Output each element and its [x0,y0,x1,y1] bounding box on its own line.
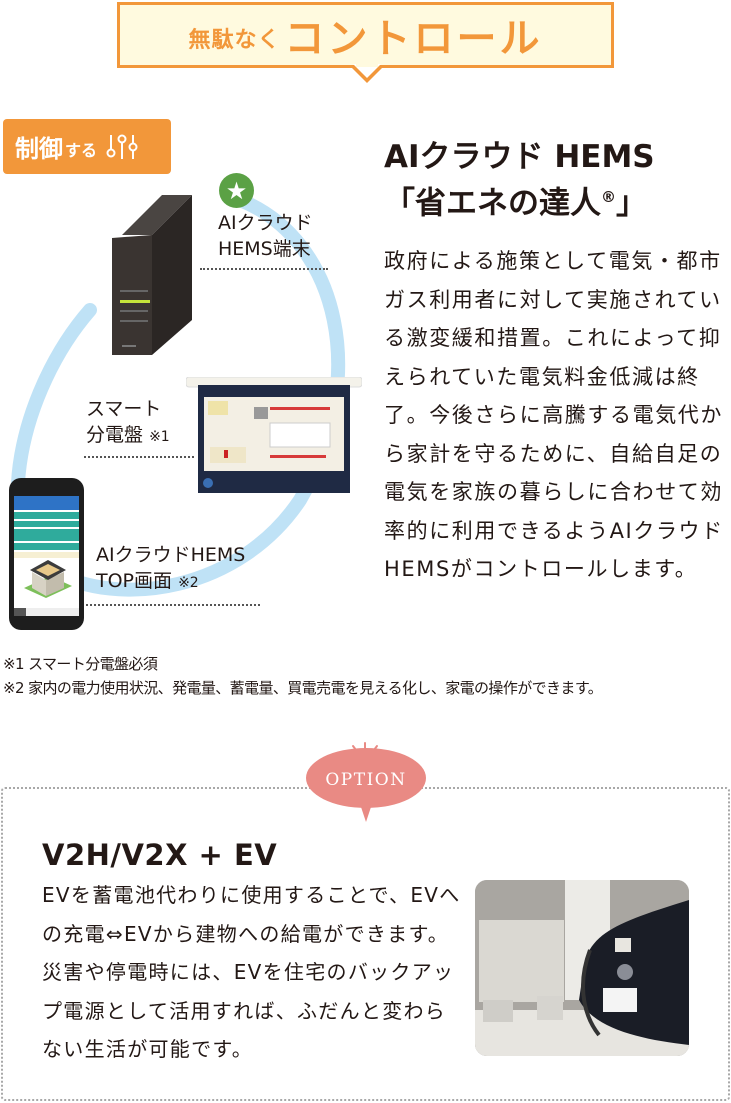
board-label: スマート 分電盤 ※1 [86,396,170,450]
registered-mark: ® [601,188,616,206]
app-leader-line [86,604,260,606]
option-badge: OPTION [306,748,426,808]
hems-description: 政府による施策として電気・都市ガス利用者に対して実施されている激変緩和措置。これ… [384,249,724,581]
footnotes: ※1 スマート分電盤必須 ※2 家内の電力使用状況、発電量、蓄電量、買電売電を見… [3,652,731,700]
house-illustration [14,558,79,608]
app-note: ※2 [178,575,199,591]
smartphone-app-screen [9,478,84,630]
banner-small-text: 無駄なく [188,28,281,53]
option-title: V2H/V2X + EV [42,838,278,872]
board-note: ※1 [149,429,170,445]
option-description: EVを蓄電池代わりに使用することで、EVへの充電⇔EVから建物への給電ができます… [42,883,461,1061]
sliders-icon [106,134,138,159]
app-label-line1: AIクラウドHEMS [96,544,246,566]
hems-title: AIクラウド HEMS 「省エネの達人®」 [384,137,724,223]
control-badge-main: 制御 [15,135,63,163]
board-label-line2: 分電盤 [86,424,144,446]
banner-tail-fill [353,64,381,78]
option-badge-tail [360,804,372,822]
control-badge: 制御 する [3,119,171,174]
terminal-leader-line [200,268,328,270]
smart-distribution-board [186,377,362,493]
footnote-1: ※1 スマート分電盤必須 [3,655,158,673]
option-badge-label: OPTION [325,770,407,790]
footnote-2: ※2 家内の電力使用状況、発電量、蓄電量、買電売電を見える化し、家電の操作ができ… [3,679,603,697]
hems-diagram: ★ AIクラウド HEMS端末 スマート 分電盤 ※1 [0,170,370,640]
star-icon: ★ [219,173,254,208]
ev-charging-photo [475,880,689,1056]
hems-title-line2: 「省エネの達人®」 [384,185,647,222]
control-badge-suffix: する [65,140,98,160]
hems-terminal-device [112,195,192,355]
hems-title-line1: AIクラウド HEMS [384,139,655,175]
section-banner: 無駄なく コントロール [117,2,614,68]
banner-tail-join [356,62,378,67]
board-label-line1: スマート [86,398,162,420]
terminal-label-line1: AIクラウド [218,212,313,234]
terminal-label-line2: HEMS端末 [218,238,311,260]
app-label: AIクラウドHEMS TOP画面 ※2 [96,542,245,596]
app-label-line2: TOP画面 [96,570,173,592]
connection-arc [10,193,346,597]
board-leader-line [84,456,194,458]
terminal-label: AIクラウド HEMS端末 [218,210,313,262]
banner-title: コントロール [284,16,543,62]
